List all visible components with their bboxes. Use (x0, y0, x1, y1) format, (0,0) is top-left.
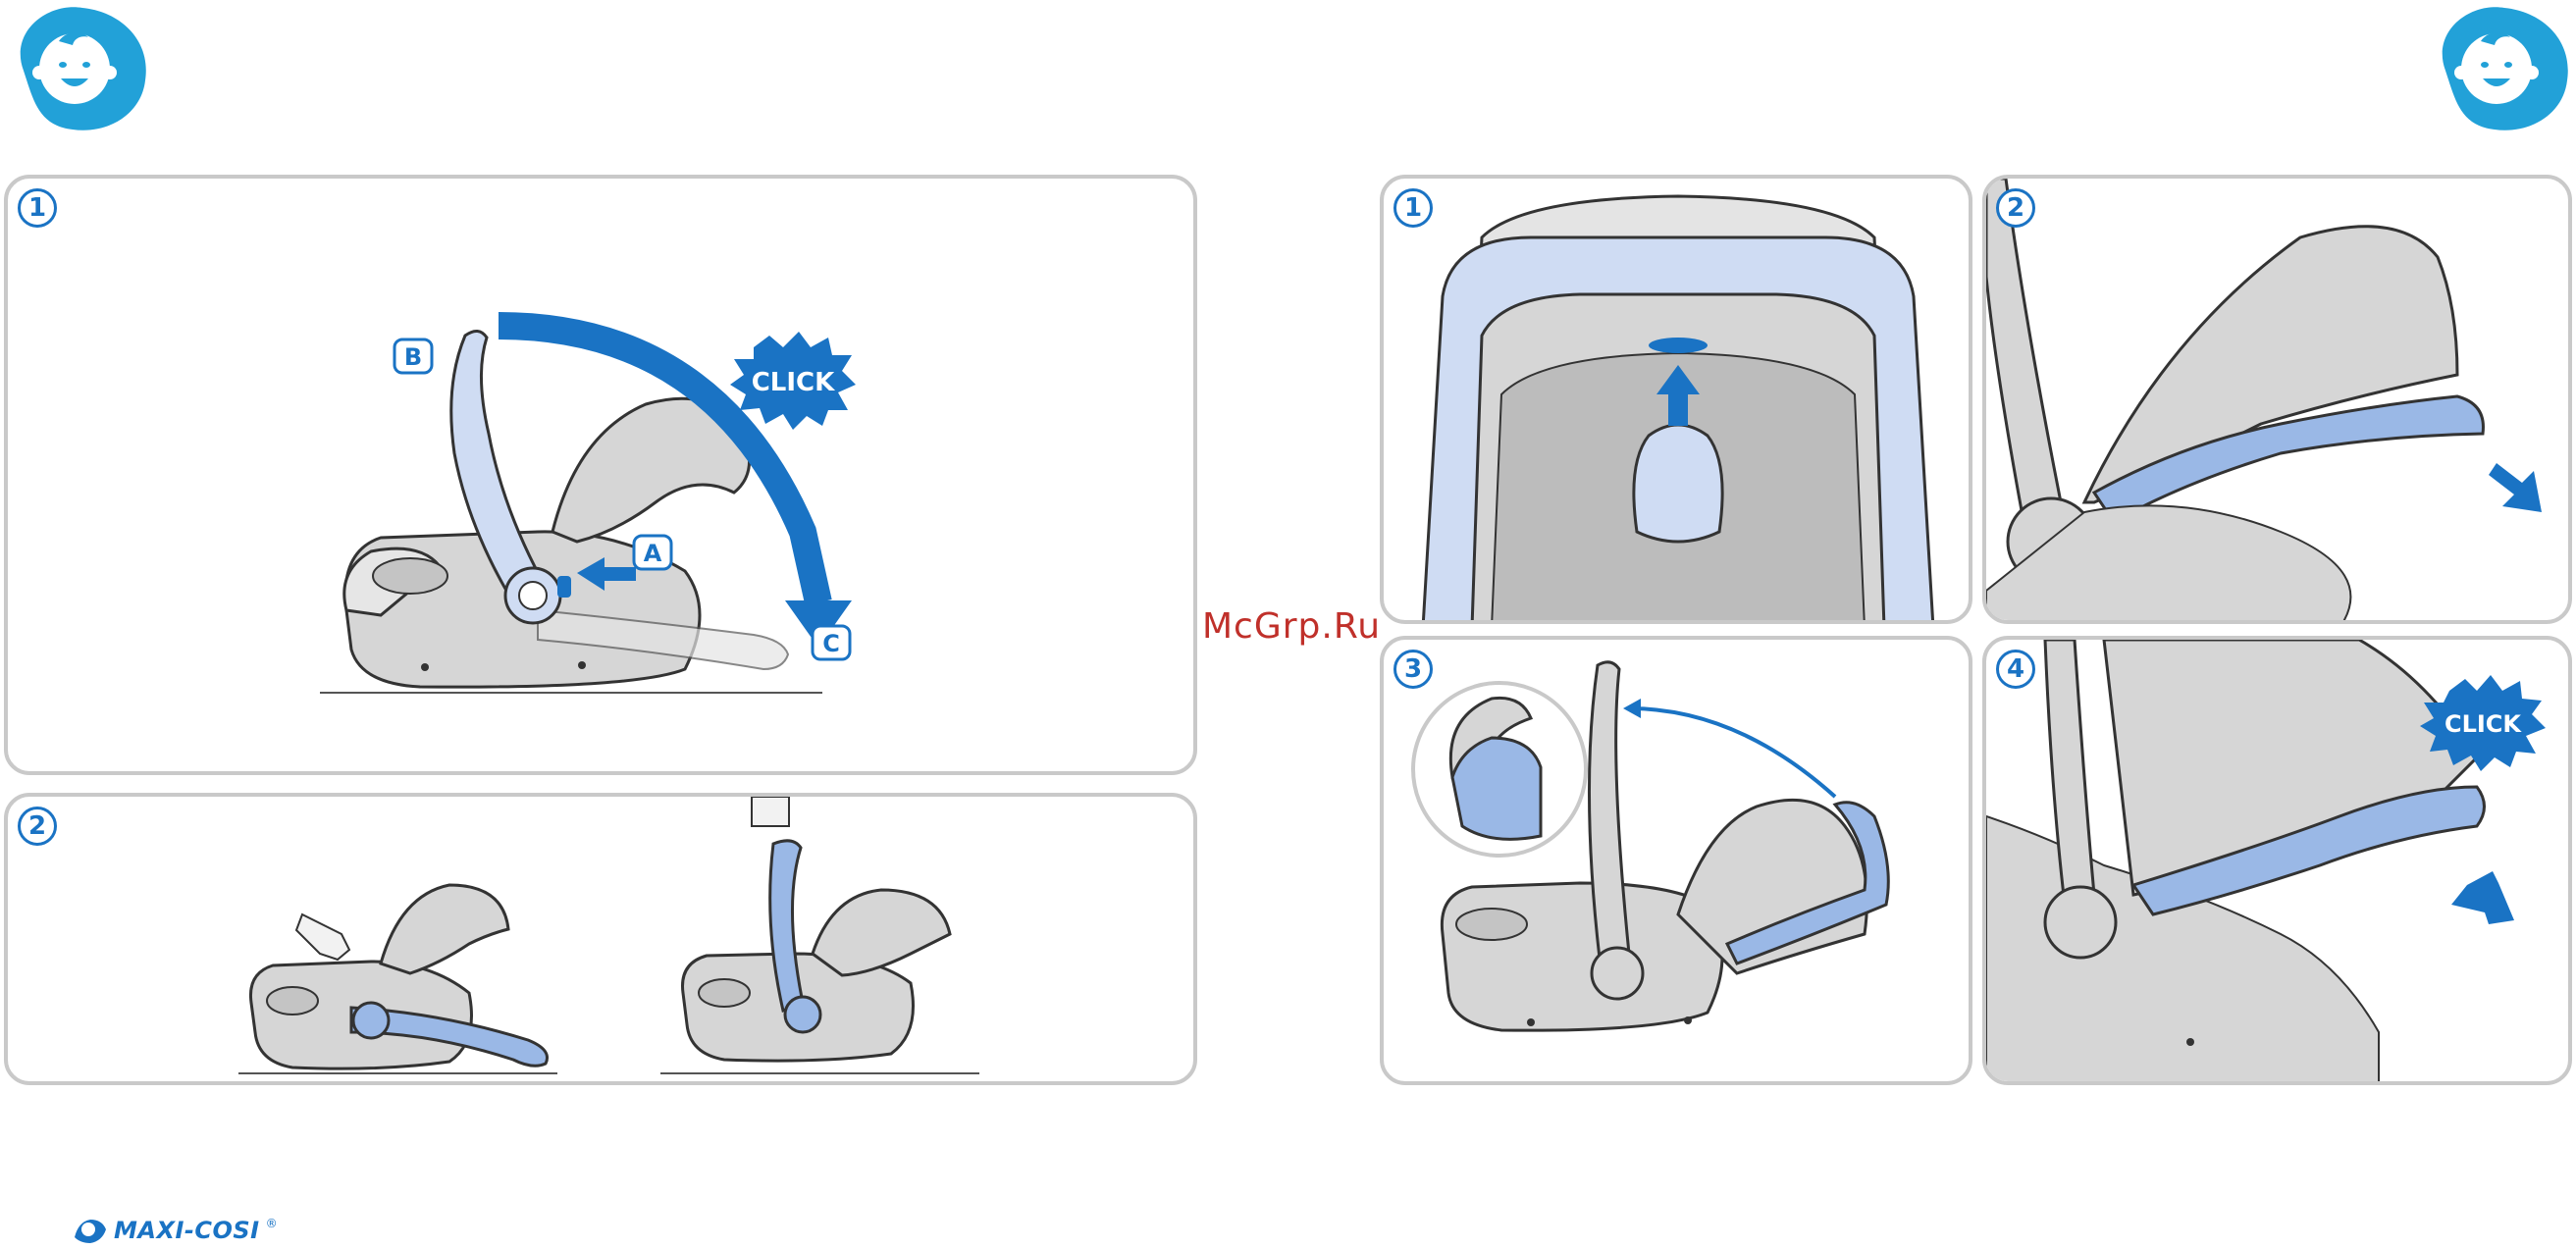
baby-face-icon (4, 2, 151, 139)
step-number-badge: 2 (1996, 188, 2035, 228)
label-b: B (404, 343, 422, 371)
canopy-front-illustration (1384, 179, 1972, 624)
baby-face-icon (2426, 2, 2573, 139)
left-step-2-panel: 2 (4, 793, 1197, 1085)
handle-rotation-illustration: B A C CLICK (8, 179, 1197, 775)
click-label: CLICK (2445, 710, 2522, 738)
canopy-click-illustration: CLICK (1986, 640, 2572, 1085)
label-a: A (644, 540, 662, 567)
brand-name: MAXI-COSI (114, 1217, 260, 1244)
step-number-badge: 1 (1393, 188, 1433, 228)
right-step-2-panel: 2 (1982, 175, 2572, 624)
brand-trademark: ® (266, 1217, 278, 1230)
carry-position-illustration (8, 797, 1197, 1085)
baby-face-logo-right (2426, 2, 2573, 139)
step-number-badge: 2 (18, 807, 57, 846)
baby-face-logo-left (4, 2, 151, 139)
left-step-1-panel: 1 B A C CLICK (4, 175, 1197, 775)
right-step-3-panel: 3 (1380, 636, 1972, 1085)
canopy-attach-illustration (1384, 640, 1972, 1085)
step-number-badge: 3 (1393, 650, 1433, 689)
step-number-badge: 4 (1996, 650, 2035, 689)
step-number-badge: 1 (18, 188, 57, 228)
maxi-cosi-logo-icon (73, 1216, 108, 1245)
canopy-remove-illustration (1986, 179, 2572, 624)
right-step-4-panel: 4 CLICK (1982, 636, 2572, 1085)
label-c: C (822, 630, 840, 657)
right-step-1-panel: 1 (1380, 175, 1972, 624)
click-label: CLICK (752, 368, 835, 397)
watermark-text: McGrp.Ru (1202, 606, 1381, 647)
maxi-cosi-brand: MAXI-COSI ® (73, 1213, 278, 1248)
